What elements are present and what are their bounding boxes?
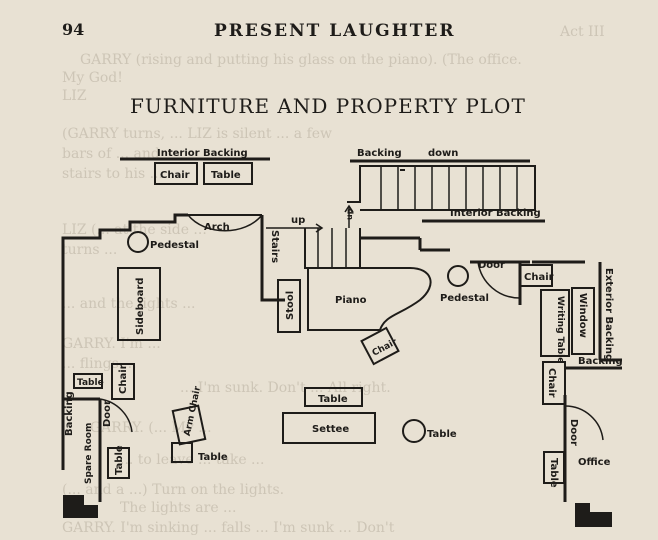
arch <box>187 214 263 232</box>
arm-chair <box>171 404 207 446</box>
label-writing-table: Writing Table <box>555 296 565 363</box>
label-table-left: Table <box>77 378 104 388</box>
label-door-left: Door <box>102 400 113 427</box>
label-stairs: Stairs <box>269 230 280 263</box>
label-sideboard: Sideboard <box>135 278 146 335</box>
bleed-line: The lights are ... <box>120 500 237 516</box>
stairs-down <box>347 165 536 211</box>
label-chair: Chair <box>160 170 190 181</box>
label-chair-lower-right: Chair <box>546 368 557 398</box>
page-number: 94 <box>62 20 85 39</box>
label-table-bottom-left: Table <box>114 445 125 475</box>
label-piano: Piano <box>335 295 367 306</box>
label-exterior-backing: Exterior Backing <box>603 268 614 361</box>
bleed-line: ... flings ... <box>62 356 137 372</box>
label-up-small: up <box>345 208 354 220</box>
label-chair-right: Chair <box>524 272 554 283</box>
bleed-line: LIZ <box>62 88 87 104</box>
stool <box>277 279 301 333</box>
bleed-line: LIZ (... at the side ... <box>62 222 207 238</box>
label-door-right: Door <box>478 260 505 271</box>
settee <box>282 412 376 444</box>
plot-title: FURNITURE AND PROPERTY PLOT <box>130 94 526 118</box>
label-up: up <box>291 215 305 226</box>
bleed-line: GARRY. I'm sinking ... falls ... I'm sun… <box>62 520 395 536</box>
label-backing: Backing <box>357 148 402 159</box>
chair-center <box>360 326 400 366</box>
window <box>571 287 595 355</box>
table-center <box>304 387 363 407</box>
piano <box>307 267 432 331</box>
door-lower-right <box>564 405 604 441</box>
sideboard <box>117 267 161 341</box>
label-settee: Settee <box>312 424 349 435</box>
label-table-round: Table <box>427 429 457 440</box>
label-pedestal-left: Pedestal <box>150 240 199 251</box>
label-chair-left: Chair <box>118 364 129 394</box>
label-stool: Stool <box>285 291 296 320</box>
label-table-bottom-right: Table <box>548 458 559 488</box>
chair-box <box>154 162 198 185</box>
table-small-center <box>171 442 193 463</box>
label-office: Office <box>578 457 611 468</box>
label-door-lower-right: Door <box>568 419 579 446</box>
label-backing-left: Backing <box>64 391 75 436</box>
label-arch: Arch <box>204 222 230 233</box>
label-table: Table <box>211 170 241 181</box>
bleed-line: ... and the lights ... <box>62 296 196 312</box>
bleed-line: GARRY (rising and putting his glass on t… <box>80 52 522 68</box>
bleed-line: GARRY. (... My ... <box>90 420 212 436</box>
table-bottom-left <box>107 447 130 479</box>
pedestal-left <box>127 231 149 253</box>
label-interior-backing-right: Interior Backing <box>450 208 541 219</box>
table-box <box>203 162 253 185</box>
pedestal-right <box>447 265 469 287</box>
bleed-line: turns ... <box>62 242 118 258</box>
table-round <box>402 419 426 443</box>
running-head: PRESENT LAUGHTER <box>214 21 456 41</box>
bleed-line: Act III <box>560 24 605 40</box>
chair-left <box>111 363 135 400</box>
wall-end-left <box>63 495 98 518</box>
label-table-small: Table <box>198 452 228 463</box>
back-wall-left <box>61 213 188 380</box>
chair-lower-right <box>542 361 566 405</box>
label-down: down <box>428 148 458 159</box>
wall-end-right <box>575 503 612 527</box>
bleed-line: (GARRY turns, ... LIZ is silent ... a fe… <box>62 126 333 142</box>
chair-right <box>519 264 553 287</box>
label-table-center: Table <box>318 394 348 405</box>
table-left-small <box>73 373 103 389</box>
table-bottom-right <box>543 451 565 484</box>
bleed-line: (... and a ...) Turn on the lights. <box>62 482 285 498</box>
label-backing-lower-right: Backing <box>578 356 623 367</box>
label-pedestal-right: Pedestal <box>440 293 489 304</box>
label-chair-center: Chair <box>371 337 400 359</box>
label-window: Window <box>577 293 588 338</box>
bleed-line: stairs to his ... <box>62 166 163 182</box>
label-interior-backing-top: Interior Backing <box>157 148 248 159</box>
bleed-line: ... I'm sunk. Don't ... All right. <box>180 380 391 396</box>
writing-table <box>540 289 570 357</box>
label-spare-room: Spare Room <box>84 423 94 484</box>
bleed-line: My God! <box>62 70 123 86</box>
